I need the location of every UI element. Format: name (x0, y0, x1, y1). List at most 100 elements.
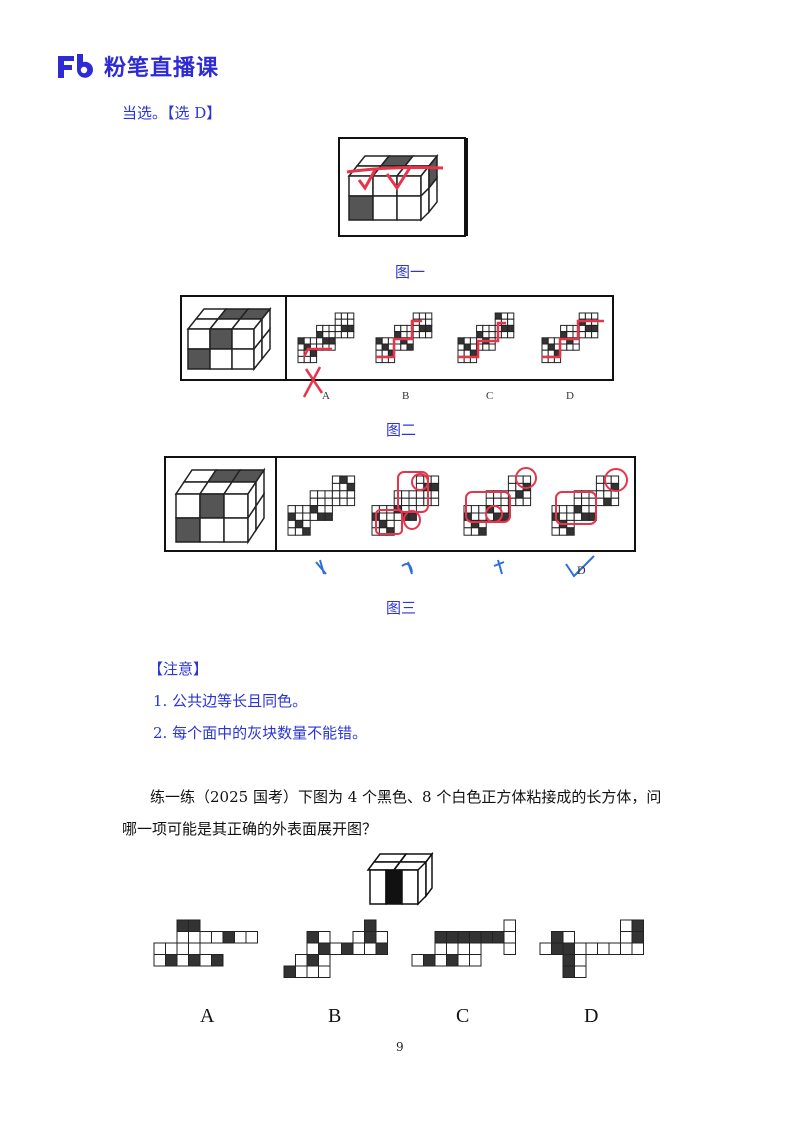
net-cell (507, 318, 515, 326)
net-cell (309, 349, 318, 357)
net-cell (339, 482, 348, 492)
net-cell (328, 343, 336, 351)
net-cell (581, 497, 590, 507)
net-cell (412, 331, 420, 339)
net-cell (566, 331, 574, 339)
net-cell (415, 475, 425, 484)
net-cell (595, 475, 605, 484)
figure-3-caption: 图三 (386, 599, 417, 617)
net-cell (309, 497, 319, 507)
net-cell (558, 527, 568, 536)
net-cell (418, 324, 427, 333)
net-cell (631, 942, 644, 955)
net-cell (199, 954, 212, 967)
figure-1-frame (338, 137, 466, 237)
net-cell (295, 965, 308, 978)
net-cell (329, 942, 342, 955)
net-cell (595, 490, 605, 499)
red-annotation (302, 319, 604, 398)
net-cell (446, 931, 459, 944)
net-cell (287, 527, 296, 536)
net-cell (364, 942, 377, 955)
net-cell (469, 931, 482, 944)
net-cell (541, 337, 549, 345)
net-cell (381, 349, 389, 357)
net-cell (364, 919, 377, 932)
net-cell (302, 519, 311, 529)
net-cell (412, 324, 420, 333)
net-cell (375, 343, 383, 351)
net-cell (309, 490, 319, 499)
net-cell (494, 312, 502, 320)
net-cell (469, 349, 478, 357)
net-cell (331, 482, 341, 492)
net-cell (318, 942, 331, 955)
net-cell (309, 355, 318, 364)
net-cell (322, 331, 330, 339)
net-cell (493, 497, 502, 507)
net-cell (581, 512, 590, 521)
net-cell (401, 490, 410, 499)
practice-figure: A B C D (153, 852, 644, 1024)
net-cell (294, 505, 304, 514)
net-cell (620, 919, 633, 932)
net-cell (188, 954, 201, 967)
net-cell (620, 931, 633, 944)
net-cell (176, 931, 189, 944)
net-cell (415, 497, 425, 507)
net-cell (478, 505, 487, 514)
net-cell (318, 954, 331, 967)
note-title: 【注意】 (148, 660, 209, 678)
net-cell (463, 527, 472, 536)
net-cell (346, 497, 356, 507)
net-cell (294, 519, 304, 529)
net-cell (381, 343, 389, 351)
net-cell (507, 482, 517, 492)
net-cell (434, 942, 447, 955)
net-cell (470, 512, 480, 521)
net-cell (306, 931, 319, 944)
net-cell (394, 324, 402, 333)
net-cell (434, 931, 447, 944)
net-cell (322, 324, 330, 333)
net-cell (318, 931, 331, 944)
net-cell (463, 337, 471, 345)
net-cell (476, 324, 484, 333)
net-cell (457, 942, 470, 955)
net-cell (339, 497, 348, 507)
net-cell (547, 337, 555, 345)
fig2-label-c: C (486, 390, 493, 402)
figure-1-caption: 图一 (395, 263, 426, 281)
net-cell (378, 519, 388, 529)
net-cell (245, 931, 258, 944)
net-cell (503, 942, 516, 955)
note-item-1: 1. 公共边等长且同色。 (153, 692, 308, 710)
fig2-label-b: B (402, 390, 409, 402)
practice-line-1: 练一练（2025 国考）下图为 4 个黑色、8 个白色正方体粘接成的长方体，问 (150, 788, 662, 806)
net-cell (500, 331, 509, 339)
net-cell (482, 331, 490, 339)
net-cell (302, 512, 311, 521)
net-cell (347, 331, 355, 339)
net-cell (309, 337, 318, 345)
blue-annotation (315, 555, 595, 578)
net-cell (287, 512, 296, 521)
net-cell (400, 324, 408, 333)
figure-2: A B C D (180, 295, 614, 402)
net-cell (408, 512, 417, 521)
net-cell (297, 337, 305, 345)
net-cell (430, 482, 440, 492)
net-cell (303, 337, 311, 345)
net-cell (347, 324, 355, 333)
net-cell (340, 324, 349, 333)
net-cell (566, 343, 574, 351)
net-cell (165, 954, 178, 967)
page-number: 9 (396, 1040, 404, 1054)
net-cell (507, 331, 515, 339)
net-cell (418, 312, 427, 320)
net-cell (352, 931, 365, 944)
brand-text: 粉笔直播课 (104, 56, 220, 81)
net-cell (551, 527, 560, 536)
net-cell (463, 343, 471, 351)
net-cell (562, 942, 575, 955)
